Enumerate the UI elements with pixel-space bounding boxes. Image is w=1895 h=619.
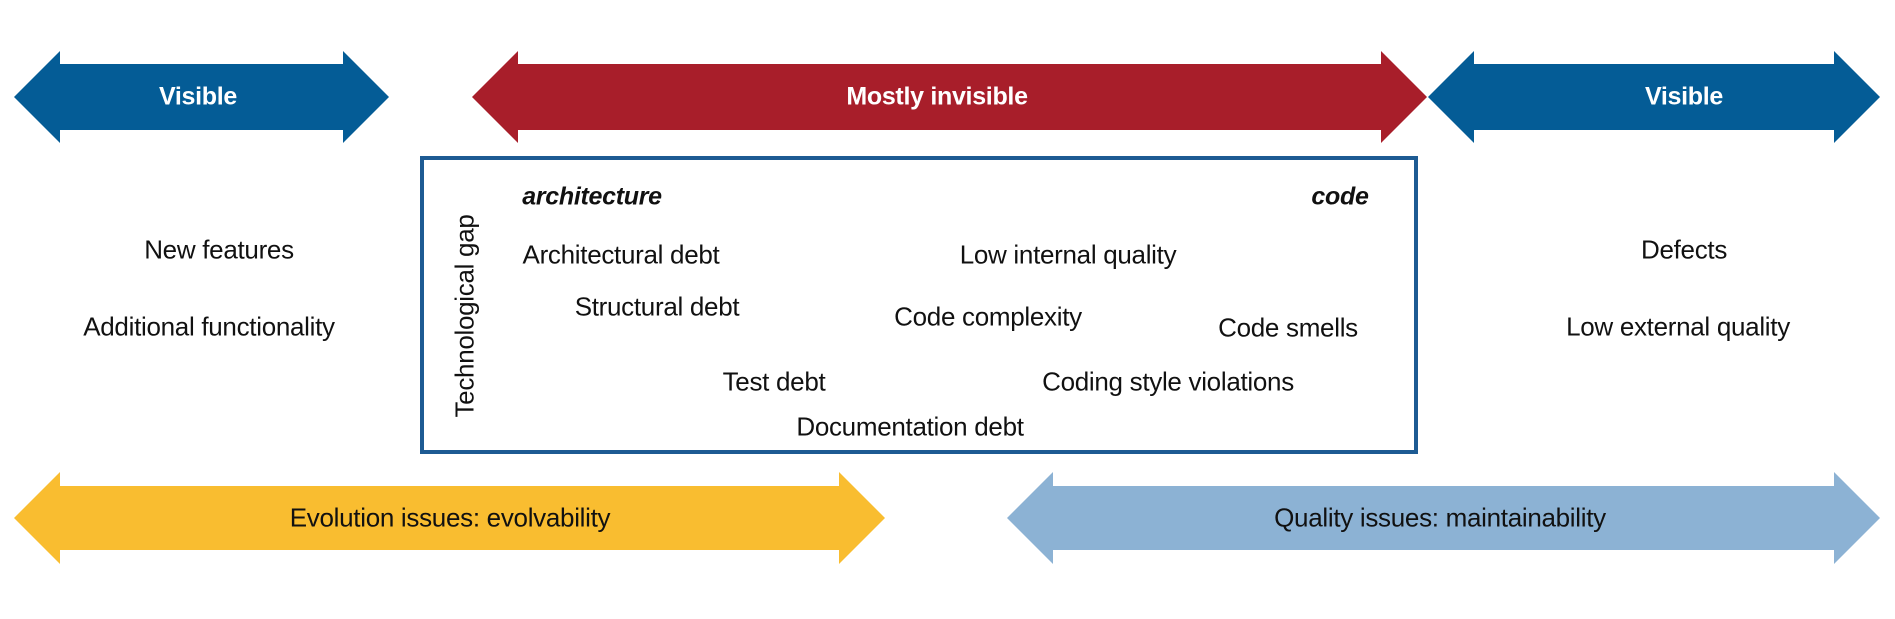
defects-text: Defects xyxy=(1640,234,1728,265)
visible-right-label: Visible xyxy=(1644,82,1724,111)
code-complexity-text: Code complexity xyxy=(894,301,1082,332)
technological-gap-box xyxy=(420,156,1418,454)
new-features-text: New features xyxy=(144,234,294,265)
low-internal-quality-text: Low internal quality xyxy=(959,239,1177,270)
technological-gap-label: Technological gap xyxy=(449,214,480,418)
documentation-debt-text: Documentation debt xyxy=(796,411,1024,442)
visible-right-arrow xyxy=(1428,51,1880,143)
additional-functionality-text: Additional functionality xyxy=(83,311,335,342)
structural-debt-text: Structural debt xyxy=(574,291,740,322)
quality-label: Quality issues: maintainability xyxy=(1274,502,1606,533)
mostly-invisible-arrow xyxy=(472,51,1427,143)
visible-left-label: Visible xyxy=(158,82,238,111)
coding-style-violations-text: Coding style violations xyxy=(1042,366,1294,397)
code-smells-text: Code smells xyxy=(1218,312,1358,343)
test-debt-text: Test debt xyxy=(722,366,826,397)
visible-left-arrow xyxy=(14,51,389,143)
architecture-heading: architecture xyxy=(522,182,662,211)
code-heading: code xyxy=(1311,182,1369,211)
mostly-invisible-label: Mostly invisible xyxy=(846,82,1028,111)
evolution-arrow xyxy=(14,472,885,564)
architectural-debt-text: Architectural debt xyxy=(522,239,720,270)
quality-arrow xyxy=(1007,472,1880,564)
low-external-quality-text: Low external quality xyxy=(1566,311,1790,342)
evolution-label: Evolution issues: evolvability xyxy=(289,502,611,533)
